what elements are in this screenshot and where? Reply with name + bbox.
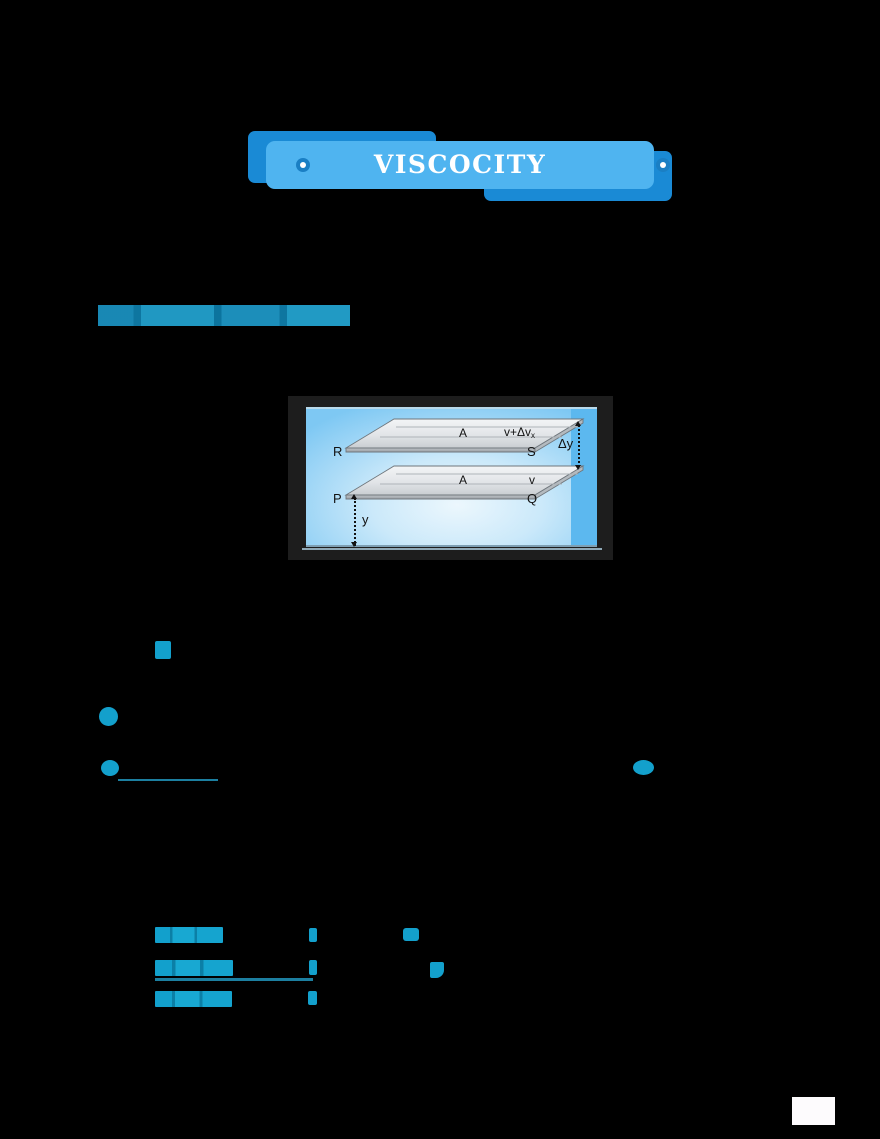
figure-right-band: [571, 407, 597, 547]
eyelet-left-icon: [296, 158, 310, 172]
y-dotted-line: [354, 498, 356, 546]
label-corner-S: S: [527, 444, 536, 459]
delta-y-arrow-top: [575, 421, 581, 426]
y-arrow-bottom: [351, 542, 357, 547]
label-y: y: [362, 512, 369, 527]
figure-base-shadow: [302, 548, 602, 550]
banner-front-plate: VISCOCITY: [266, 141, 670, 189]
redacted-fragment-3: [101, 760, 119, 776]
equation-row-2-mark: [309, 960, 317, 975]
equation-row-1-symbol: [403, 928, 419, 941]
delta-y-dotted-line: [578, 425, 580, 467]
underline-rule: [118, 779, 218, 781]
redacted-fragment-4: [633, 760, 654, 775]
equation-row-2-rule: [155, 978, 313, 981]
equation-row-1-mark: [309, 928, 317, 942]
label-area-upper: A: [459, 426, 468, 440]
equation-row-2-text: [155, 960, 233, 976]
label-velocity-upper-subscript: x: [531, 431, 536, 440]
label-velocity-lower: v: [529, 473, 535, 487]
redacted-fragment-1: [155, 641, 171, 659]
y-arrow-top: [351, 494, 357, 499]
label-velocity-upper-text: v+Δv: [504, 425, 532, 439]
page-title: VISCOCITY: [373, 150, 547, 179]
label-velocity-upper: v+Δvx: [504, 426, 535, 440]
page-number-box: [792, 1097, 835, 1125]
figure-base-line: [306, 545, 597, 547]
label-corner-P: P: [333, 491, 342, 506]
eyelet-right-icon: [656, 158, 670, 172]
figure-top-edge: [306, 407, 597, 409]
redacted-fragment-2: [99, 707, 118, 726]
viscosity-diagram: R S P Q A A v+Δvx v Δy y: [288, 396, 613, 560]
title-banner: VISCOCITY: [248, 128, 672, 201]
label-corner-R: R: [333, 444, 343, 459]
delta-y-arrow-bottom: [575, 465, 581, 470]
section-heading-redacted: [98, 305, 350, 326]
equation-row-2-symbol: [430, 962, 444, 978]
label-corner-Q: Q: [527, 491, 538, 506]
equation-row-3-mark: [308, 991, 317, 1005]
label-delta-y: Δy: [558, 436, 574, 451]
equation-row-1-text: [155, 927, 223, 943]
label-area-lower: A: [459, 473, 468, 487]
equation-row-3-text: [155, 991, 232, 1007]
